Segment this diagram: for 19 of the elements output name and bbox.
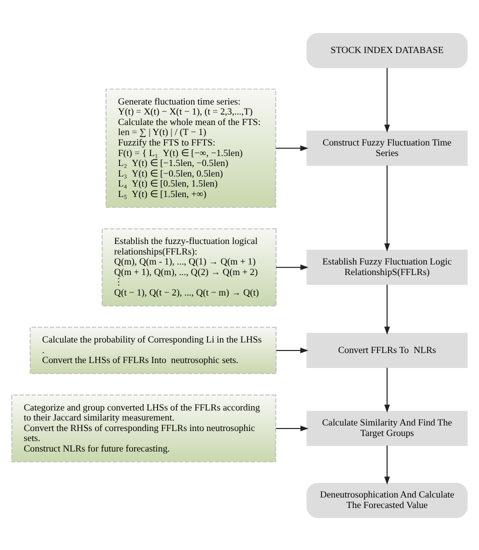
arrow [276, 425, 308, 431]
node-box: Establish the fuzzy-fluctuation logical relationships(FFLRs): Q(m), Q(m - 1), ..., Q(1) → Q(m + 1) Q(m + 1), Q(m), ..., Q(2) → Q(m + 2) ⋮ Q(t − 1), Q(t − 2), ..., Q(t − m) → Q(t) [102, 228, 277, 306]
node-box: Deneutrosophication And Calculate The Forecasted Value [306, 482, 468, 518]
arrow [384, 67, 390, 132]
node-box: Convert FFLRs To NLRs [306, 332, 468, 368]
arrow [276, 264, 308, 270]
arrow [384, 367, 390, 412]
arrow [384, 445, 390, 484]
node-box: Establish Fuzzy Fluctuation Logic RelationshipS(FFLRs) [306, 249, 468, 284]
node-box: Categorize and group converted LHSs of the FFLRs according to their Jaccard similarity measurement. Convert the RHSs of corresponding FFLRs into neutrosophic sets. Construct NLRs for future forecasting. [11, 394, 276, 462]
arrow [276, 144, 308, 151]
node-box: Calculate Similarity And Find The Target Groups [306, 410, 468, 446]
arrow [276, 347, 308, 353]
node-box: STOCK INDEX DATABASE [306, 32, 468, 68]
arrow [384, 164, 390, 251]
node-box: Construct Fuzzy Fluctuation Time Series [306, 130, 468, 166]
node-box: Calculate the probability of Corresponding Li in the LHSs . Convert the LHSs of FFLRs Into neutrosophic sets. [30, 326, 277, 374]
node-box: Generate fluctuation time series: Y(t) = X(t) − X(t − 1), (t = 2,3,...,T) Calculate the whole mean of the FTS: len = ∑ | Y(t) | / (T − 1) Fuzzify the FTS to FFTS: F(t) = { L₁ Y(t) ∈ [−∞, −1.5len) L₂ Y(t) ∈ [−1.5len, −0.5len) L₃ Y(t) ∈ [−0.5len, 0.5len) L₄ Y(t) ∈ [0.5len, 1.5len) L₅ Y(t) ∈ [1.5len, +∞) [106, 88, 276, 208]
arrow [384, 284, 390, 334]
